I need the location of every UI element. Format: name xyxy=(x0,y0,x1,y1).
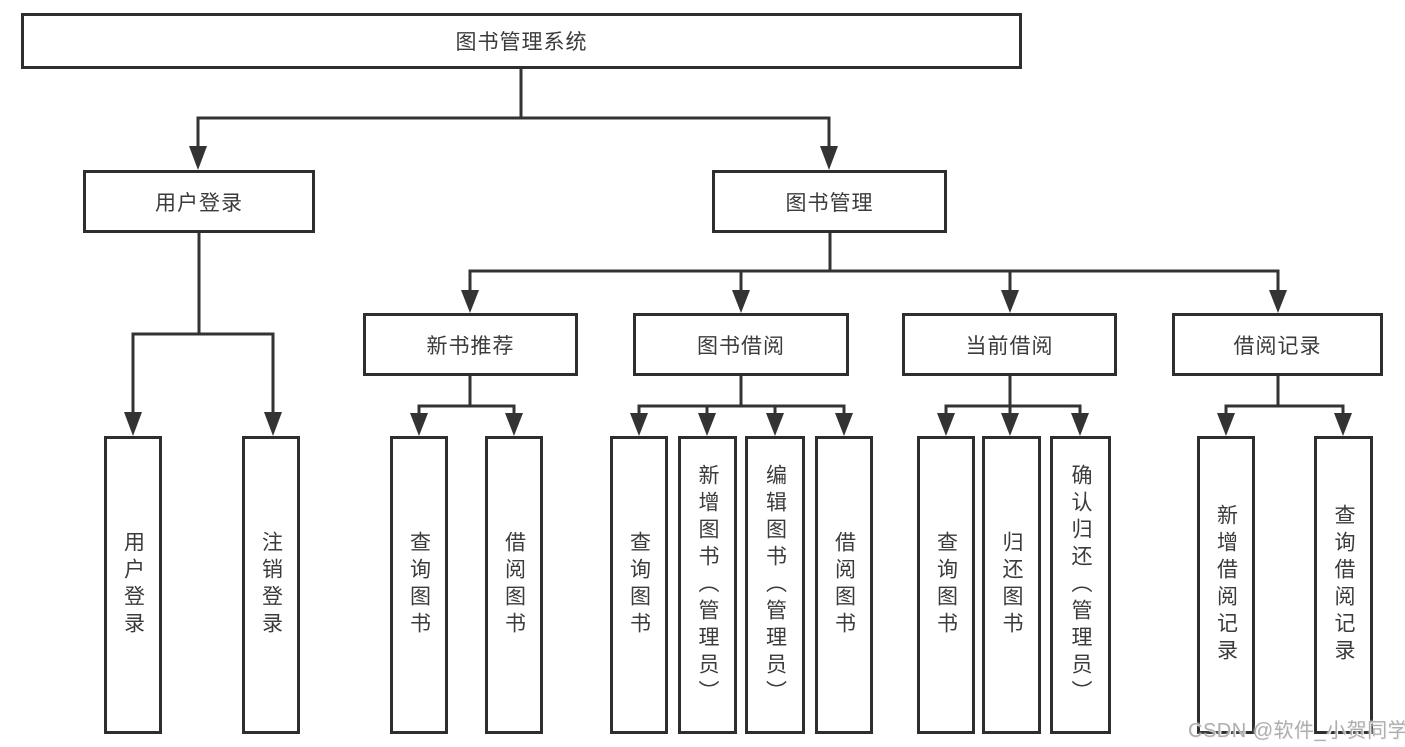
leaf-label: 确认归还（管理员） xyxy=(1069,463,1092,707)
node-label: 图书管理 xyxy=(785,191,874,215)
leaf-label: 归还图书 xyxy=(1000,531,1023,639)
leaf-user-login: 用户登录 xyxy=(104,436,162,734)
leaf-search-book-current: 查询图书 xyxy=(917,436,975,734)
leaf-search-borrow-record: 查询借阅记录 xyxy=(1314,436,1373,734)
node-new-book-recommend: 新书推荐 xyxy=(363,313,578,376)
leaf-edit-book-admin: 编辑图书（管理员） xyxy=(745,436,805,734)
leaf-search-book-borrow: 查询图书 xyxy=(610,436,668,734)
leaf-search-book-recommend: 查询图书 xyxy=(390,436,448,734)
node-label: 当前借阅 xyxy=(965,334,1054,358)
node-borrow-record: 借阅记录 xyxy=(1172,313,1383,376)
csdn-watermark: CSDN @软件_小贺同学 xyxy=(1188,720,1405,742)
leaf-label: 查询图书 xyxy=(627,531,651,639)
node-label: 用户登录 xyxy=(155,191,243,215)
node-label: 图书管理系统 xyxy=(455,31,588,54)
leaf-label: 编辑图书（管理员） xyxy=(763,463,787,707)
node-label: 新书推荐 xyxy=(426,334,515,358)
node-user-login: 用户登录 xyxy=(83,170,315,233)
leaf-confirm-return-admin: 确认归还（管理员） xyxy=(1050,436,1111,734)
leaf-add-book-admin: 新增图书（管理员） xyxy=(678,436,737,734)
leaf-label: 用户登录 xyxy=(121,531,145,639)
leaf-borrow-book-recommend: 借阅图书 xyxy=(485,436,543,734)
node-library-management-system: 图书管理系统 xyxy=(21,13,1022,69)
leaf-label: 新增借阅记录 xyxy=(1214,504,1238,666)
leaf-borrow-book: 借阅图书 xyxy=(815,436,873,734)
arrow-down-icons xyxy=(124,146,1352,436)
leaf-label: 查询图书 xyxy=(934,531,958,639)
node-book-borrow: 图书借阅 xyxy=(633,313,849,376)
leaf-logout: 注销登录 xyxy=(242,436,300,734)
leaf-label: 借阅图书 xyxy=(502,531,526,639)
node-label: 图书借阅 xyxy=(697,334,785,358)
leaf-label: 查询借阅记录 xyxy=(1332,504,1355,666)
leaf-add-borrow-record: 新增借阅记录 xyxy=(1197,436,1255,734)
leaf-return-book: 归还图书 xyxy=(982,436,1041,734)
leaf-label: 查询图书 xyxy=(407,531,431,639)
leaf-label: 借阅图书 xyxy=(832,531,856,639)
node-label: 借阅记录 xyxy=(1233,334,1322,358)
node-book-management: 图书管理 xyxy=(712,170,947,233)
leaf-label: 注销登录 xyxy=(259,531,283,639)
leaf-label: 新增图书（管理员） xyxy=(696,463,719,707)
node-current-borrow: 当前借阅 xyxy=(902,313,1117,376)
